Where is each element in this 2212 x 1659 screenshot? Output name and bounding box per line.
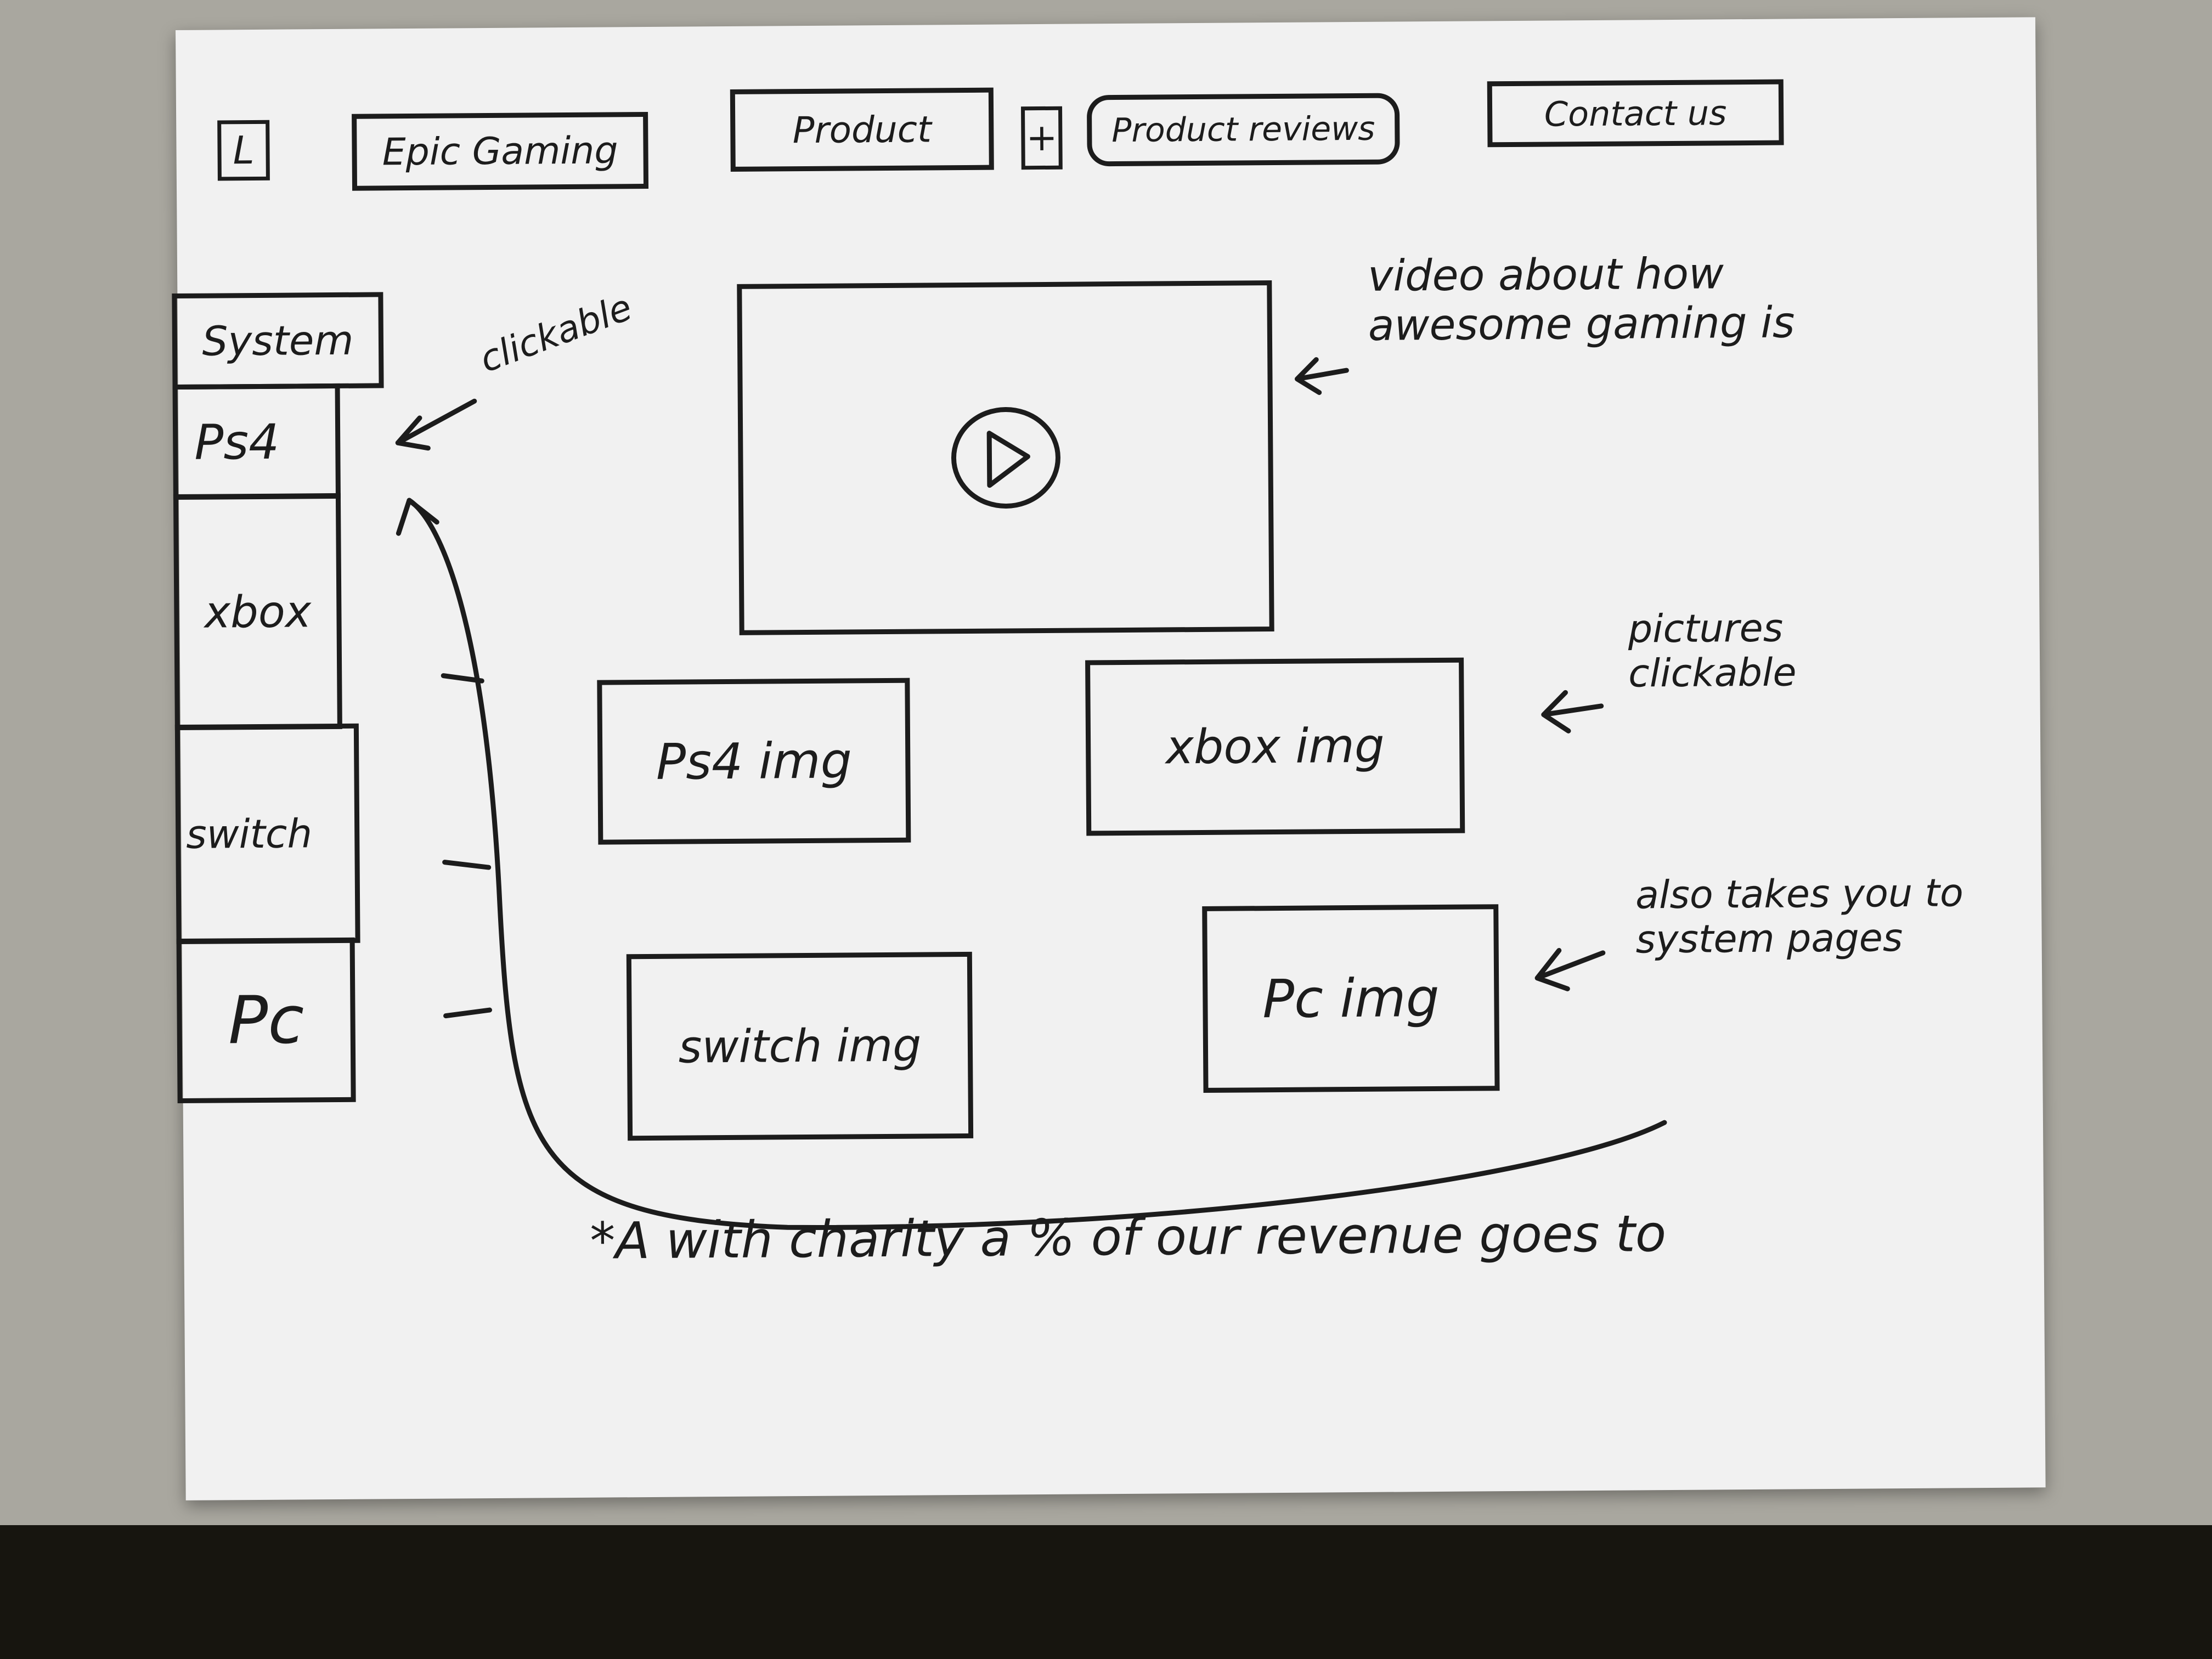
- play-icon[interactable]: [945, 397, 1066, 519]
- arrow-video: [1294, 357, 1349, 395]
- arrow-connector-head: [396, 498, 439, 536]
- arrow-clickable: [395, 398, 477, 451]
- desk-background: [0, 1525, 2212, 1659]
- connector-line: [407, 498, 1667, 1230]
- arrow-pictures: [1541, 690, 1604, 733]
- video-player[interactable]: [737, 280, 1274, 635]
- annotation-arrows: [395, 357, 1667, 1230]
- wireframe-sheet: L Epic Gaming Product + Product reviews …: [172, 17, 2046, 1500]
- arrow-system-pages: [1534, 947, 1606, 991]
- connector-ticks: [441, 673, 492, 1019]
